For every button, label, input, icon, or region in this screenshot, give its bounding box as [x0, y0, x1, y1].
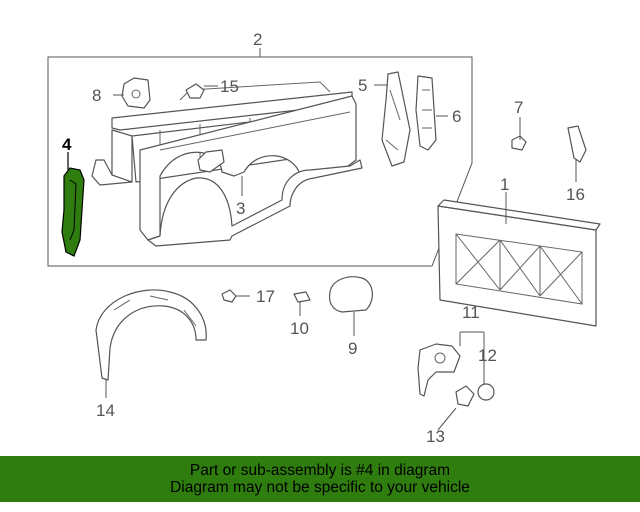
tailgate-1: [437, 199, 601, 327]
bracket-6: [415, 75, 437, 151]
bed-side-panel: [139, 95, 363, 247]
callout-16: 16: [566, 185, 585, 204]
clip-13: [455, 385, 475, 407]
callout-11: 11: [462, 303, 480, 322]
callout-1: 1: [500, 175, 509, 194]
callout-14: 14: [96, 401, 115, 420]
fuel-door-9: [328, 276, 373, 313]
callout-3: 3: [236, 199, 245, 218]
callout-9: 9: [348, 339, 357, 358]
clip-15: [185, 83, 205, 99]
callout-7: 7: [514, 98, 523, 117]
latch-11: [417, 343, 461, 397]
banner-line-2: Diagram may not be specific to your vehi…: [170, 479, 470, 496]
cap-12: [477, 383, 495, 401]
wheel-liner-14: [95, 289, 207, 381]
banner-line-1: Part or sub-assembly is #4 in diagram: [189, 462, 451, 479]
callout-5: 5: [358, 76, 367, 95]
bracket-8: [121, 77, 151, 109]
bracket-16: [567, 125, 587, 163]
part-10: [293, 291, 311, 303]
info-banner: Part or sub-assembly is #4 in diagram Di…: [0, 456, 640, 502]
clip-7: [511, 135, 527, 151]
callout-2: 2: [253, 30, 262, 49]
bracket-5: [381, 71, 411, 167]
callout-13: 13: [426, 427, 445, 446]
callout-4: 4: [62, 135, 72, 154]
callout-6: 6: [452, 107, 461, 126]
callout-17: 17: [256, 287, 275, 306]
callout-12: 12: [478, 346, 497, 365]
callout-10: 10: [290, 319, 309, 338]
callout-15: 15: [220, 77, 239, 96]
clip-17: [221, 289, 237, 303]
callout-8: 8: [92, 86, 101, 105]
part-4-highlighted: [61, 167, 85, 257]
